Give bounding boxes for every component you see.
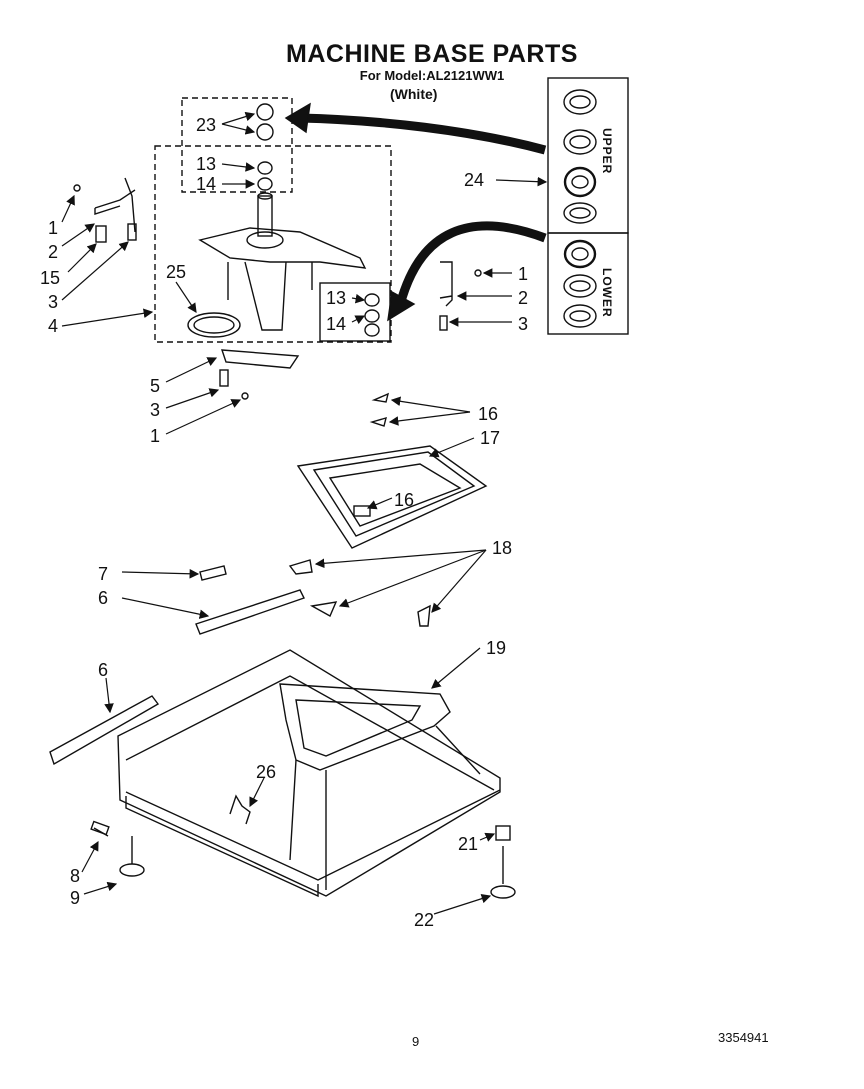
lower-kit-arrow	[395, 221, 547, 307]
gearcase	[198, 192, 367, 331]
callout-5: 5	[150, 376, 160, 396]
page-title: MACHINE BASE PARTS	[286, 40, 578, 68]
callout-16: 16	[394, 490, 414, 510]
clip-26	[229, 794, 251, 825]
lower-kit-panel	[547, 232, 629, 335]
callout-3: 3	[150, 400, 160, 420]
callout-2: 2	[518, 288, 528, 308]
seal-ring	[187, 312, 241, 338]
callout-15: 15	[40, 268, 60, 288]
callout-7: 7	[98, 564, 108, 584]
bracket-right	[439, 261, 482, 331]
leveling-feet	[90, 820, 516, 899]
callout-21: 21	[458, 834, 478, 854]
page-number: 9	[412, 1034, 420, 1049]
callout-24: 24	[464, 170, 484, 190]
callout-4: 4	[48, 316, 58, 336]
kit-bearings	[563, 89, 597, 328]
callout-8: 8	[70, 866, 80, 886]
callout-1: 1	[48, 218, 58, 238]
callout-13: 13	[326, 288, 346, 308]
callout-25: 25	[166, 262, 186, 282]
callout-2: 2	[48, 242, 58, 262]
callout-14: 14	[326, 314, 346, 334]
model-subtitle: For Model:AL2121WW1	[359, 68, 505, 83]
callout-6: 6	[98, 588, 108, 608]
rail-top	[195, 589, 305, 635]
tub-support	[296, 392, 488, 549]
strap	[221, 349, 300, 369]
callout-14: 14	[196, 174, 216, 194]
upper-kit-arrow	[299, 113, 547, 155]
shaft-bearings	[256, 103, 380, 337]
transmission-box-outline	[154, 145, 392, 343]
pin	[199, 565, 227, 581]
rail-left	[49, 695, 160, 766]
machine-base	[117, 649, 501, 898]
callout-13: 13	[196, 154, 216, 174]
bracket-left	[73, 177, 137, 243]
lower-label: LOWER	[600, 268, 614, 318]
callout-1: 1	[150, 426, 160, 446]
callout-1: 1	[518, 264, 528, 284]
callout-26: 26	[256, 762, 276, 782]
callout-9: 9	[70, 888, 80, 908]
callout-18: 18	[492, 538, 512, 558]
callout-3: 3	[48, 292, 58, 312]
callout-3: 3	[518, 314, 528, 334]
callout-22: 22	[414, 910, 434, 930]
upper-label: UPPER	[600, 128, 614, 175]
color-note: (White)	[390, 86, 438, 102]
bearing-box-outline	[181, 97, 293, 193]
callout-19: 19	[486, 638, 506, 658]
callout-23: 23	[196, 115, 216, 135]
callout-leaders	[61, 111, 548, 915]
callout-16: 16	[478, 404, 498, 424]
callout-17: 17	[480, 428, 500, 448]
document-number: 3354941	[718, 1030, 769, 1045]
callout-6: 6	[98, 660, 108, 680]
